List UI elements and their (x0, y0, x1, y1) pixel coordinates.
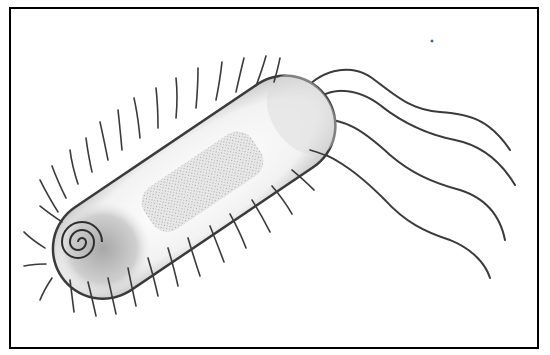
speck (431, 40, 434, 43)
